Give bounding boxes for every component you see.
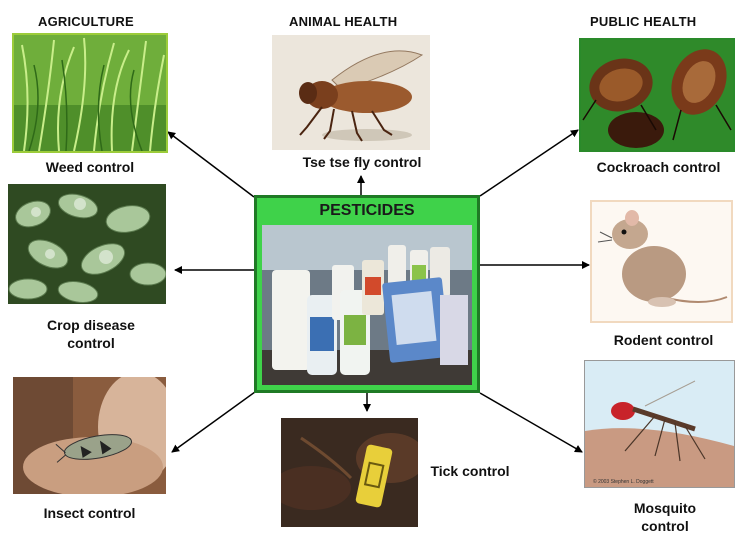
- label-crop-disease-line2: control: [8, 334, 174, 352]
- arrow-to-weed: [168, 132, 254, 197]
- tsetse-fly-photo: [272, 35, 430, 150]
- label-crop-disease-line1: Crop disease: [8, 316, 174, 334]
- label-insect-control: Insect control: [13, 504, 166, 522]
- mosquito-photo: © 2003 Stephen L. Doggett: [584, 360, 735, 488]
- heading-public-health: PUBLIC HEALTH: [590, 14, 696, 29]
- crop-disease-photo: [8, 184, 166, 304]
- arrow-to-cockroach: [480, 130, 578, 196]
- pesticides-photo: [262, 225, 472, 385]
- label-mosquito-line1: Mosquito: [600, 499, 730, 517]
- label-tick-control: Tick control: [420, 462, 520, 480]
- mosquito-photo-credit: © 2003 Stephen L. Doggett: [593, 478, 654, 485]
- pesticides-center-box: PESTICIDES: [254, 195, 480, 393]
- arrow-to-insect: [172, 392, 255, 452]
- label-weed-control: Weed control: [12, 158, 168, 176]
- label-mosquito-line2: control: [600, 517, 730, 535]
- pesticides-title: PESTICIDES: [257, 202, 477, 220]
- tick-photo: [281, 418, 418, 527]
- heading-animal-health: ANIMAL HEALTH: [289, 14, 397, 29]
- label-crop-disease-control: Crop disease control: [8, 316, 174, 352]
- label-mosquito-control: Mosquito control: [600, 499, 730, 535]
- label-tsetse-fly-control: Tse tse fly control: [272, 153, 452, 171]
- label-cockroach-control: Cockroach control: [582, 158, 735, 176]
- label-rodent-control: Rodent control: [592, 331, 735, 349]
- weed-photo: [12, 33, 168, 153]
- heading-agriculture: AGRICULTURE: [38, 14, 134, 29]
- insect-photo: [13, 377, 166, 494]
- cockroach-photo: [579, 38, 735, 152]
- rodent-photo: [590, 200, 733, 323]
- arrow-to-mosquito: [480, 393, 582, 452]
